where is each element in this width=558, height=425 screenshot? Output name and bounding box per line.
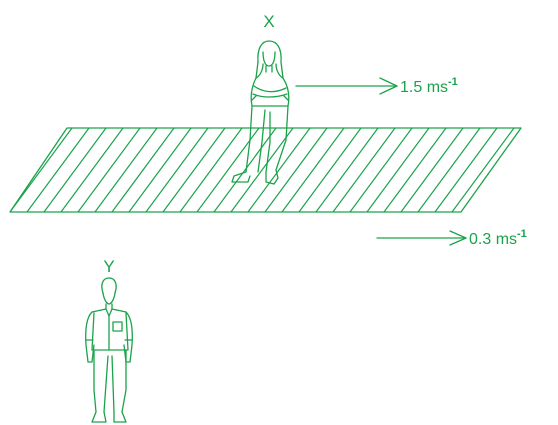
- walkway-hatch-line: [400, 128, 464, 212]
- person-x-figure: [231, 40, 290, 185]
- walkway-hatch-line: [60, 128, 124, 212]
- arrow-walkway-velocity: [376, 230, 467, 246]
- person-x-label: X: [263, 12, 274, 31]
- walkway-hatch-line: [247, 128, 311, 212]
- x-speed-label: 1.5 ms-1: [400, 76, 458, 96]
- walkway-hatch-line: [10, 128, 73, 212]
- walkway-hatch-line: [485, 128, 521, 212]
- person-y-label: Y: [103, 257, 114, 276]
- walkway-hatch-line: [281, 128, 345, 212]
- person-y-figure: [85, 277, 133, 423]
- walkway-speed-label: 0.3 ms-1: [469, 228, 527, 248]
- walkway-hatch-line: [213, 128, 277, 212]
- walkway-hatch-line: [43, 128, 107, 212]
- walkway-hatch-line: [537, 128, 558, 212]
- walkway-hatch-line: [332, 128, 396, 212]
- walkway-hatch-line: [162, 128, 226, 212]
- walkway-hatch-line: [264, 128, 328, 212]
- walkway-hatch-line: [451, 128, 515, 212]
- walkway-hatch-line: [196, 128, 260, 212]
- arrow-x-velocity: [295, 77, 398, 95]
- walkway-hatch-line: [128, 128, 192, 212]
- walkway-hatch-line: [77, 128, 141, 212]
- walkway-hatch-line: [366, 128, 430, 212]
- walkway-speed-exponent: -1: [517, 228, 527, 240]
- walkway-hatch-line: [230, 128, 294, 212]
- x-speed-exponent: -1: [448, 76, 458, 88]
- walkway-hatch-line: [417, 128, 481, 212]
- walkway-hatch-line: [111, 128, 175, 212]
- walkway-hatch-line: [383, 128, 447, 212]
- walkway-hatch-line: [298, 128, 362, 212]
- walkway-hatch-line: [468, 128, 521, 212]
- walkway-hatch-line: [519, 128, 521, 212]
- walkway-hatch-line: [349, 128, 413, 212]
- walkway-hatch-line: [94, 128, 158, 212]
- walkway-hatch-line: [434, 128, 498, 212]
- walkway-outline: [9, 127, 522, 213]
- walkway-speed-value: 0.3 ms: [469, 231, 517, 248]
- x-speed-value: 1.5 ms: [400, 79, 448, 96]
- walkway-hatch-line: [145, 128, 209, 212]
- moving-walkway: [9, 127, 558, 213]
- walkway-hatch-line: [26, 128, 90, 212]
- walkway-hatching: [10, 128, 558, 212]
- walkway-hatch-line: [315, 128, 379, 212]
- walkway-hatch-line: [179, 128, 243, 212]
